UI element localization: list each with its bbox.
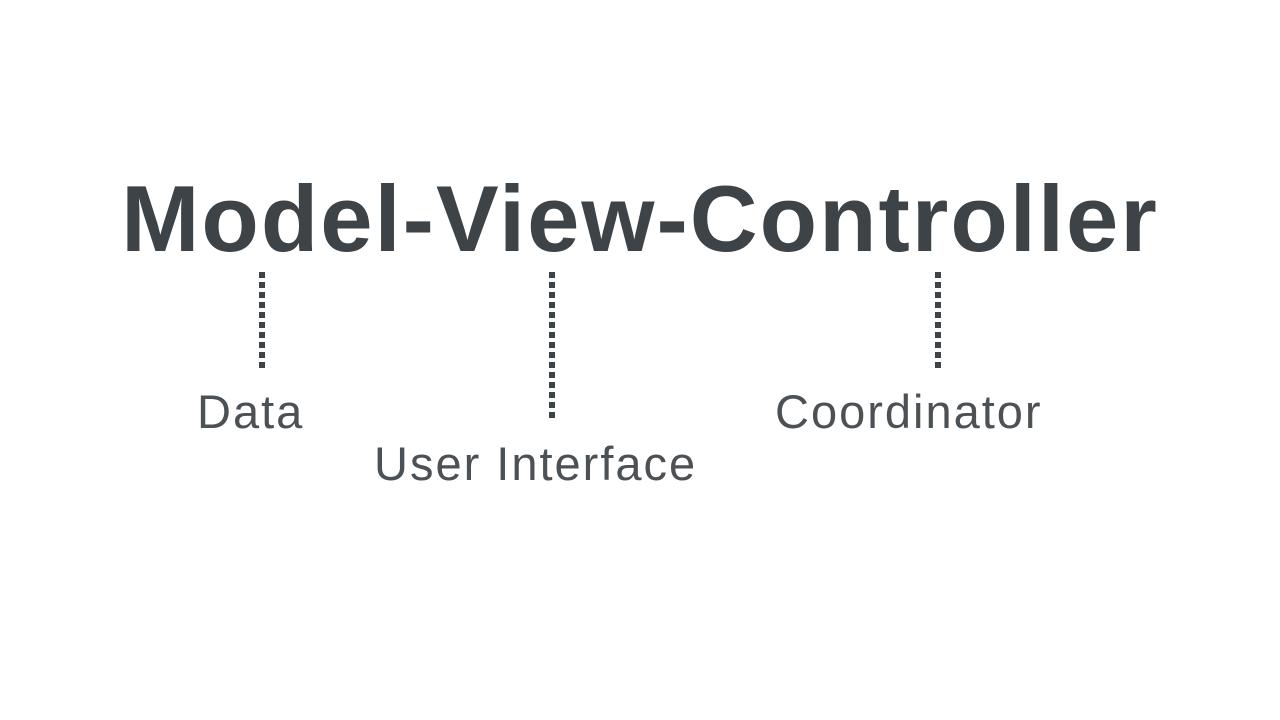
diagram-title: Model-View-Controller xyxy=(121,166,1159,271)
controller-annotation-label: Coordinator xyxy=(775,385,1043,438)
view-dotted-connector-line xyxy=(549,272,555,418)
view-annotation-label: User Interface xyxy=(374,437,698,490)
model-annotation-label: Data xyxy=(197,385,305,438)
model-dotted-connector-line xyxy=(259,272,265,370)
controller-dotted-connector-line xyxy=(935,272,941,370)
